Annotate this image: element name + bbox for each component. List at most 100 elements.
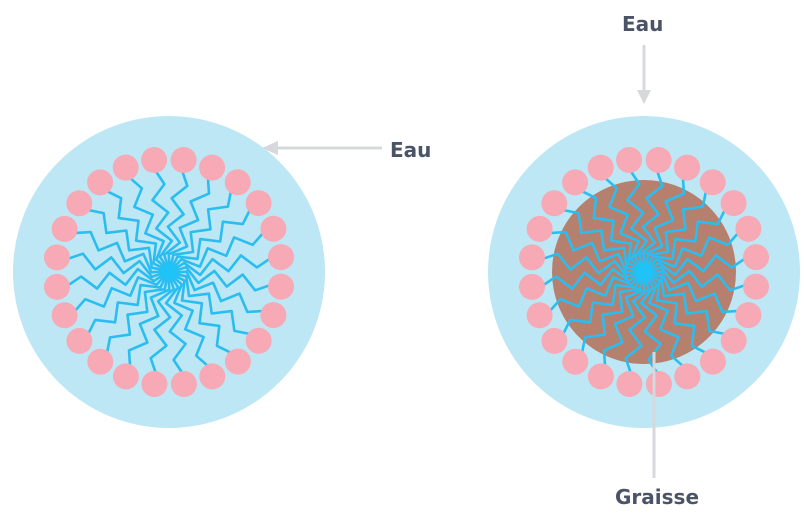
surfactant-tail bbox=[580, 189, 645, 272]
surfactant-head bbox=[743, 273, 769, 300]
surfactant-head bbox=[44, 273, 70, 300]
surfactant-tail bbox=[164, 272, 187, 375]
surfactant-tail bbox=[169, 231, 265, 273]
surfactant-head bbox=[112, 363, 139, 390]
surfactant-head bbox=[562, 169, 589, 196]
surfactant-tail bbox=[73, 230, 169, 274]
surfactant-head bbox=[541, 327, 568, 354]
surfactant-head bbox=[199, 363, 226, 390]
surfactant-head bbox=[141, 147, 168, 173]
arrow-head bbox=[262, 141, 278, 155]
surfactant-head bbox=[645, 371, 672, 397]
surfactant-tail bbox=[86, 271, 169, 336]
surfactant-tail bbox=[644, 271, 727, 336]
surfactant-head bbox=[743, 244, 769, 271]
surfactant-tail bbox=[643, 189, 708, 272]
surfactant-tail bbox=[644, 231, 740, 273]
surfactant-head bbox=[720, 327, 747, 354]
surfactant-head bbox=[66, 190, 93, 217]
surfactant-head bbox=[587, 363, 614, 390]
surfactant-head bbox=[224, 348, 251, 375]
surfactant-tail bbox=[644, 208, 727, 273]
surfactant-head bbox=[170, 371, 197, 397]
surfactant-tail bbox=[168, 272, 210, 368]
surfactant-tail bbox=[105, 272, 170, 355]
surfactant-head bbox=[199, 154, 226, 181]
surfactant-head bbox=[245, 190, 272, 217]
surfactant-head bbox=[735, 302, 762, 329]
surfactant-tail bbox=[149, 272, 176, 375]
surfactant-tail bbox=[66, 252, 169, 279]
surfactant-head bbox=[51, 302, 78, 329]
water-label-top: Eau bbox=[622, 12, 664, 36]
surfactant-tail bbox=[86, 208, 169, 273]
surfactant-tail bbox=[548, 271, 644, 313]
surfactant-head bbox=[699, 348, 726, 375]
surfactant-head bbox=[224, 169, 251, 196]
surfactant-tail bbox=[643, 272, 708, 355]
surfactant-tail bbox=[169, 271, 252, 336]
surfactant-head bbox=[699, 169, 726, 196]
surfactant-tail bbox=[561, 271, 644, 336]
surfactant-head bbox=[616, 147, 643, 173]
surfactant-head bbox=[735, 215, 762, 242]
surfactant-head bbox=[645, 147, 672, 173]
surfactant-tail bbox=[580, 272, 645, 355]
surfactant-tail bbox=[561, 208, 644, 273]
surfactant-tail bbox=[602, 272, 646, 368]
surfactant-tail bbox=[128, 176, 170, 272]
surfactant-tail bbox=[168, 189, 233, 272]
surfactant-tail bbox=[626, 169, 649, 272]
surfactant-head bbox=[519, 273, 545, 300]
surfactant-tail bbox=[624, 272, 651, 375]
surfactant-head bbox=[526, 302, 553, 329]
water-arrow-top bbox=[637, 45, 651, 104]
micelle-center bbox=[635, 263, 653, 281]
surfactant-head bbox=[260, 215, 287, 242]
surfactant-head bbox=[87, 169, 114, 196]
surfactant-tail bbox=[644, 265, 747, 292]
surfactant-head bbox=[245, 327, 272, 354]
surfactant-head bbox=[616, 371, 643, 397]
surfactant-tail bbox=[169, 265, 272, 292]
surfactant-tail bbox=[169, 254, 272, 277]
surfactant-tail bbox=[73, 271, 169, 313]
surfactant-head bbox=[674, 154, 701, 181]
micelle-center bbox=[160, 263, 178, 281]
surfactant-tail bbox=[548, 230, 644, 274]
surfactant-tail bbox=[603, 176, 645, 272]
fat-label: Graisse bbox=[615, 485, 700, 509]
surfactant-head bbox=[66, 327, 93, 354]
surfactant-tail bbox=[169, 270, 265, 314]
surfactant-head bbox=[674, 363, 701, 390]
surfactant-tail bbox=[644, 254, 747, 277]
water-label-left: Eau bbox=[390, 138, 432, 162]
surfactant-head bbox=[51, 215, 78, 242]
surfactant-tail bbox=[66, 267, 169, 290]
arrow-head bbox=[637, 90, 651, 104]
surfactant-tail bbox=[541, 267, 644, 290]
surfactant-tail bbox=[637, 169, 664, 272]
surfactant-tail bbox=[642, 176, 686, 272]
surfactant-head bbox=[87, 348, 114, 375]
surfactant-head bbox=[141, 371, 168, 397]
surfactant-tail bbox=[168, 272, 233, 355]
annotation-arrows bbox=[262, 45, 656, 478]
surfactant-head bbox=[720, 190, 747, 217]
surfactant-tail bbox=[169, 208, 252, 273]
surfactant-head bbox=[541, 190, 568, 217]
surfactant-tail bbox=[541, 252, 644, 279]
surfactant-tail bbox=[639, 272, 662, 375]
micelle-in-water bbox=[13, 116, 325, 428]
surfactant-tail bbox=[162, 169, 189, 272]
surfactant-tail bbox=[644, 270, 740, 314]
surfactant-head bbox=[519, 244, 545, 271]
surfactant-tail bbox=[643, 272, 685, 368]
water-arrow-left bbox=[262, 141, 382, 155]
surfactant-tail bbox=[151, 169, 174, 272]
surfactant-head bbox=[170, 147, 197, 173]
surfactant-head bbox=[268, 244, 294, 271]
surfactant-tail bbox=[105, 189, 170, 272]
surfactant-head bbox=[112, 154, 139, 181]
